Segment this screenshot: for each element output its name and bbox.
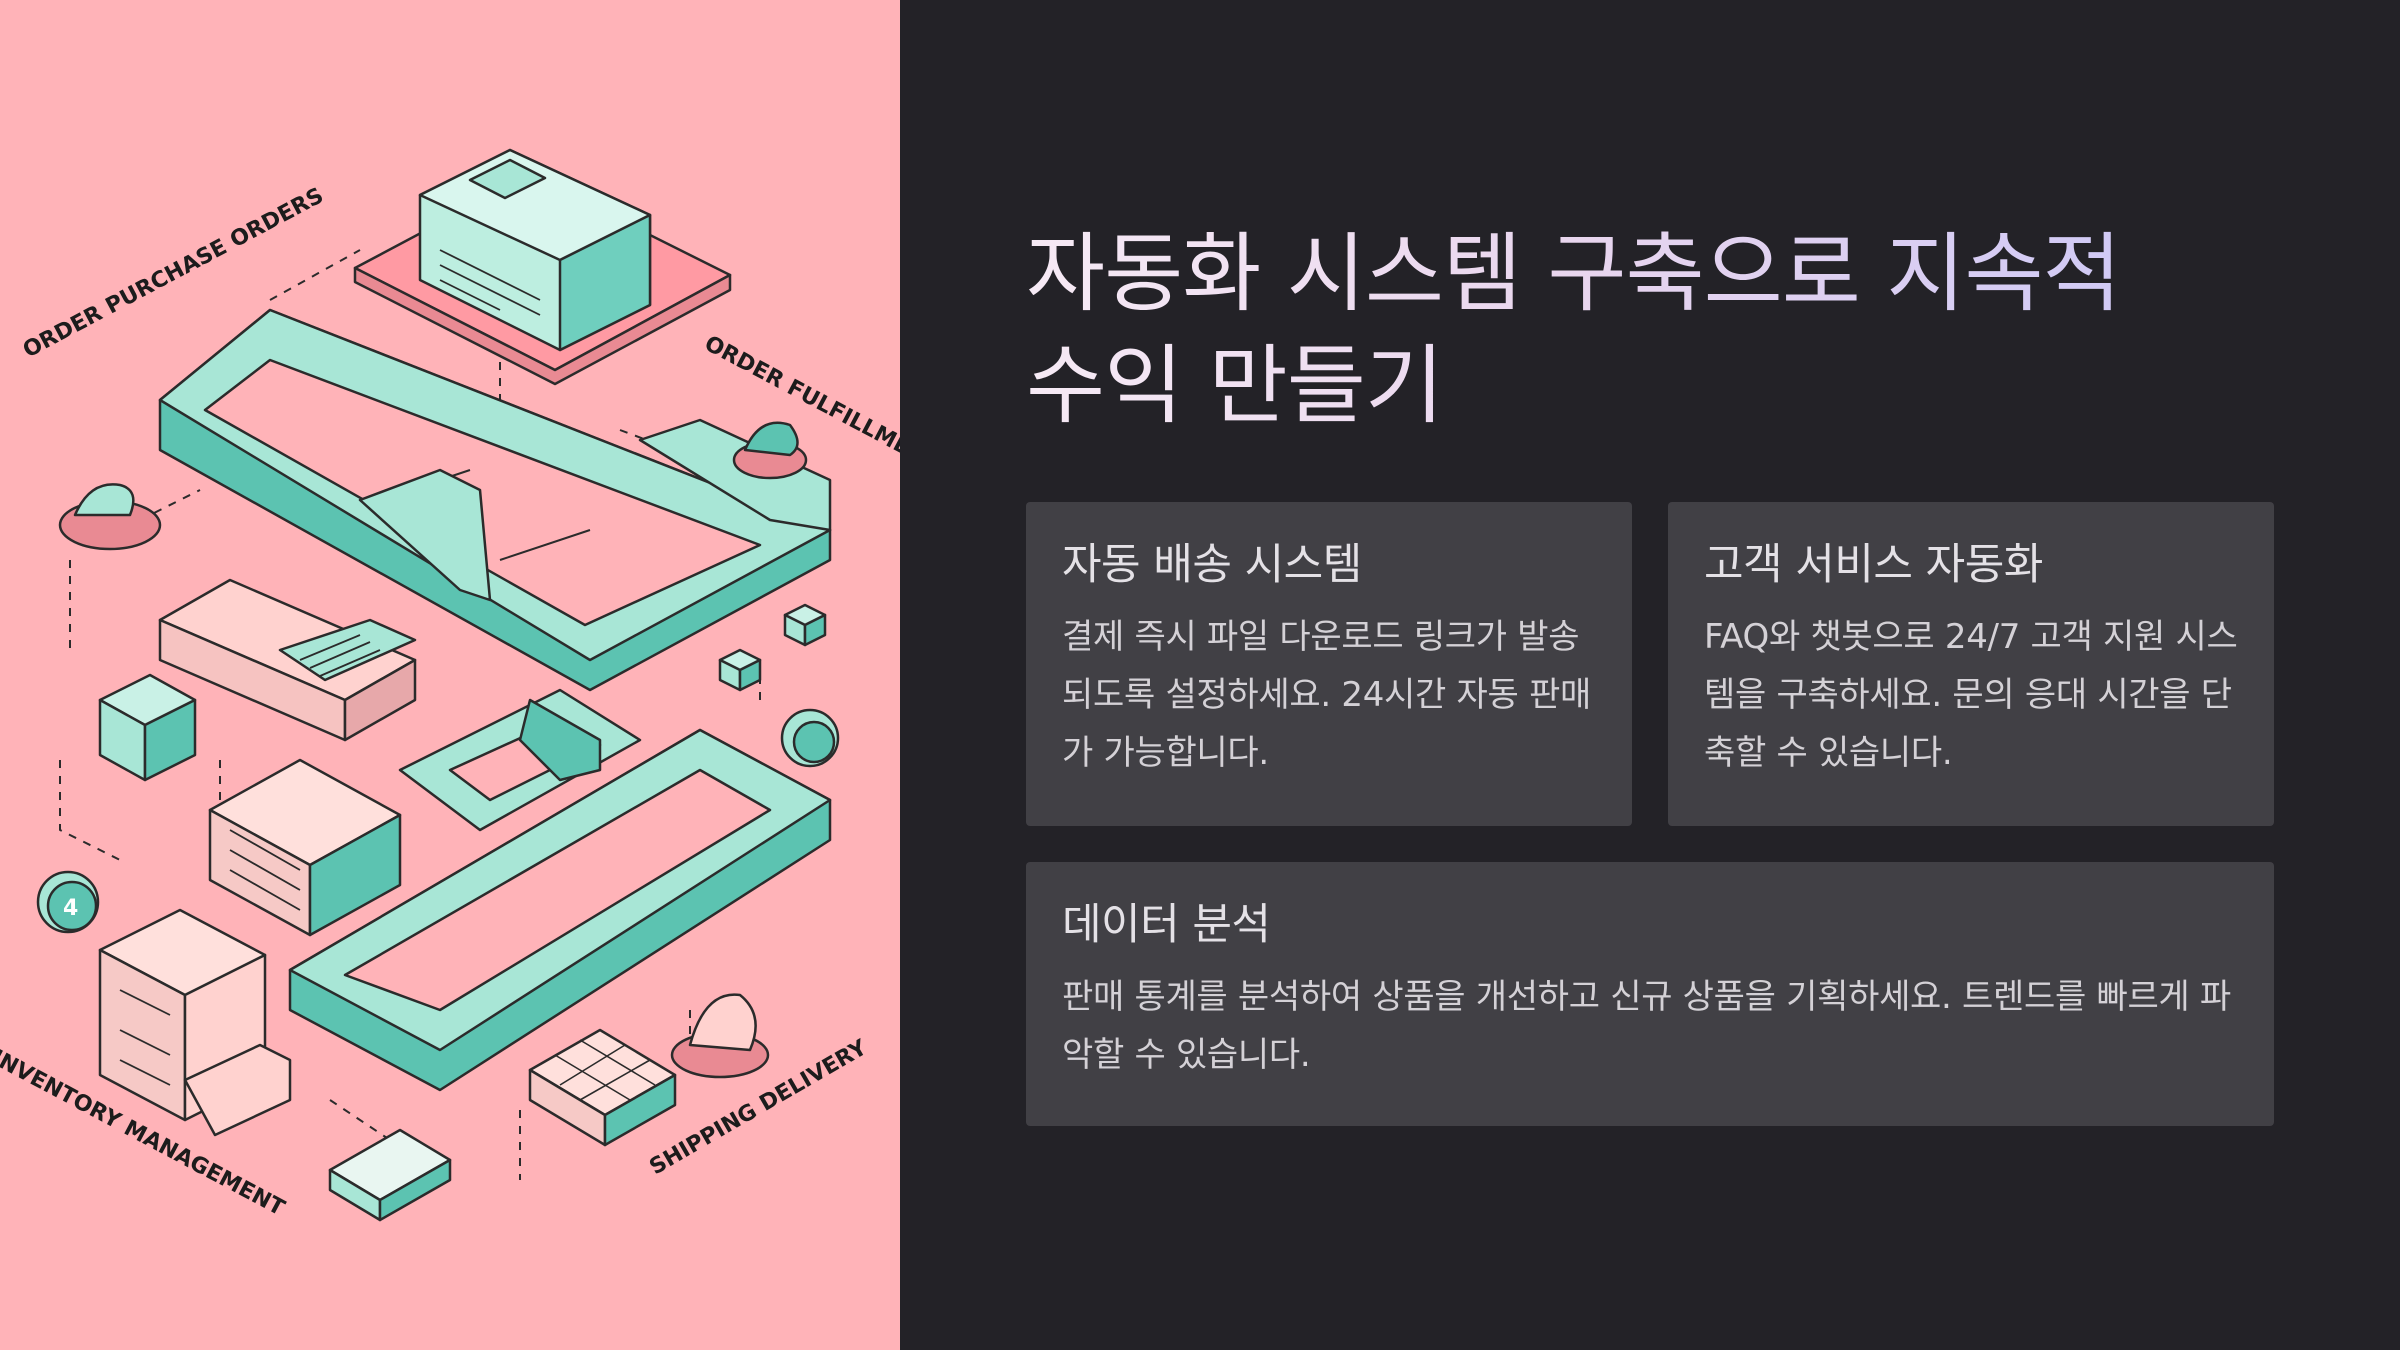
feature-card-customer-service: 고객 서비스 자동화 FAQ와 챗봇으로 24/7 고객 지원 시스템을 구축하… — [1668, 502, 2274, 826]
isometric-workflow-illustration: ORDER PURCHASE ORDERS ORDER FULFILLMENT … — [0, 148, 900, 1222]
warehouse-building — [353, 148, 732, 386]
card-heading: 자동 배송 시스템 — [1062, 540, 1362, 590]
shipping-tray — [328, 1128, 452, 1222]
conveyor-lower — [288, 688, 832, 1092]
card-heading: 고객 서비스 자동화 — [1704, 540, 2043, 590]
card-text: 판매 통계를 분석하여 상품을 개선하고 신규 상품을 기획하세요. 트렌드를 … — [1062, 977, 2231, 1075]
dome-device-right — [732, 421, 808, 480]
dome-device-bottom — [670, 993, 770, 1079]
small-cubes — [718, 603, 827, 692]
feature-card-data-analysis: 데이터 분석 판매 통계를 분석하여 상품을 개선하고 신규 상품을 기획하세요… — [1026, 862, 2274, 1126]
badge-number: 4 — [63, 896, 78, 921]
storage-box — [98, 673, 197, 782]
feature-card-auto-delivery: 자동 배송 시스템 결제 즉시 파일 다운로드 링크가 발송되도록 설정하세요.… — [1026, 502, 1632, 826]
number-badge — [36, 870, 100, 934]
package-stack — [208, 758, 402, 937]
badge-circle-right — [780, 708, 840, 768]
slide-title: 자동화 시스템 구축으로 지속적 수익 만들기 — [1026, 218, 2206, 442]
inventory-cabinet — [98, 908, 292, 1137]
card-text: 결제 즉시 파일 다운로드 링크가 발송되도록 설정하세요. 24시간 자동 판… — [1062, 617, 1591, 773]
grid-package — [528, 1028, 677, 1147]
dome-device-left — [58, 483, 162, 551]
server-rack — [158, 578, 417, 742]
conveyor-upper — [158, 308, 832, 692]
card-text: FAQ와 챗봇으로 24/7 고객 지원 시스템을 구축하세요. 문의 응대 시… — [1704, 617, 2238, 773]
card-heading: 데이터 분석 — [1062, 900, 1271, 950]
illustration-panel: ORDER PURCHASE ORDERS ORDER FULFILLMENT … — [0, 0, 900, 1350]
content-panel: 자동화 시스템 구축으로 지속적 수익 만들기 자동 배송 시스템 결제 즉시 … — [900, 0, 2400, 1350]
